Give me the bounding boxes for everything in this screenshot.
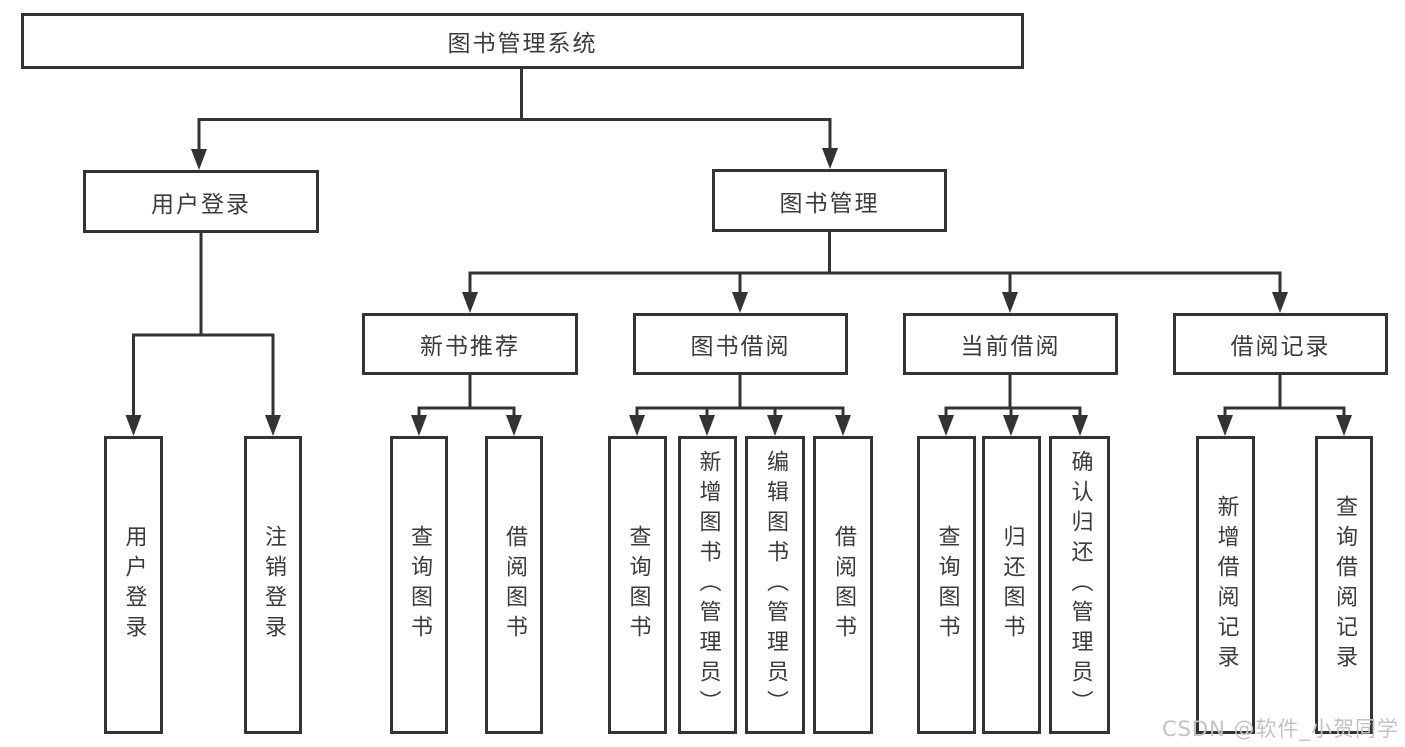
node-new-book-recommendation: 新书推荐 xyxy=(362,313,578,375)
node-current-borrowing: 当前借阅 xyxy=(903,313,1118,375)
node-leaf-edit-books-admin: 编辑图书（管理员） xyxy=(745,436,805,734)
arrowhead-icons xyxy=(125,148,1352,436)
node-library-management-system: 图书管理系统 xyxy=(21,13,1024,69)
node-leaf-query-books-3: 查询图书 xyxy=(917,436,976,734)
node-leaf-logout-login: 注销登录 xyxy=(244,436,302,734)
node-leaf-query-books-2: 查询图书 xyxy=(608,436,667,734)
node-book-management: 图书管理 xyxy=(712,169,947,232)
node-leaf-borrow-books-2: 借阅图书 xyxy=(813,436,873,734)
node-leaf-query-books-1: 查询图书 xyxy=(390,436,448,734)
node-leaf-add-borrow-record: 新增借阅记录 xyxy=(1196,436,1255,734)
node-leaf-query-borrow-record: 查询借阅记录 xyxy=(1315,436,1373,734)
node-book-borrowing: 图书借阅 xyxy=(633,313,848,375)
csdn-watermark: CSDN @软件_小贺同学 xyxy=(1161,717,1399,741)
node-user-login: 用户登录 xyxy=(83,170,319,233)
node-leaf-confirm-return-admin: 确认归还（管理员） xyxy=(1049,436,1110,734)
node-leaf-return-books: 归还图书 xyxy=(982,436,1041,734)
node-leaf-add-books-admin: 新增图书（管理员） xyxy=(678,436,737,734)
node-borrowing-records: 借阅记录 xyxy=(1173,313,1388,375)
node-leaf-borrow-books-1: 借阅图书 xyxy=(485,436,543,734)
node-leaf-user-login: 用户登录 xyxy=(104,436,163,734)
